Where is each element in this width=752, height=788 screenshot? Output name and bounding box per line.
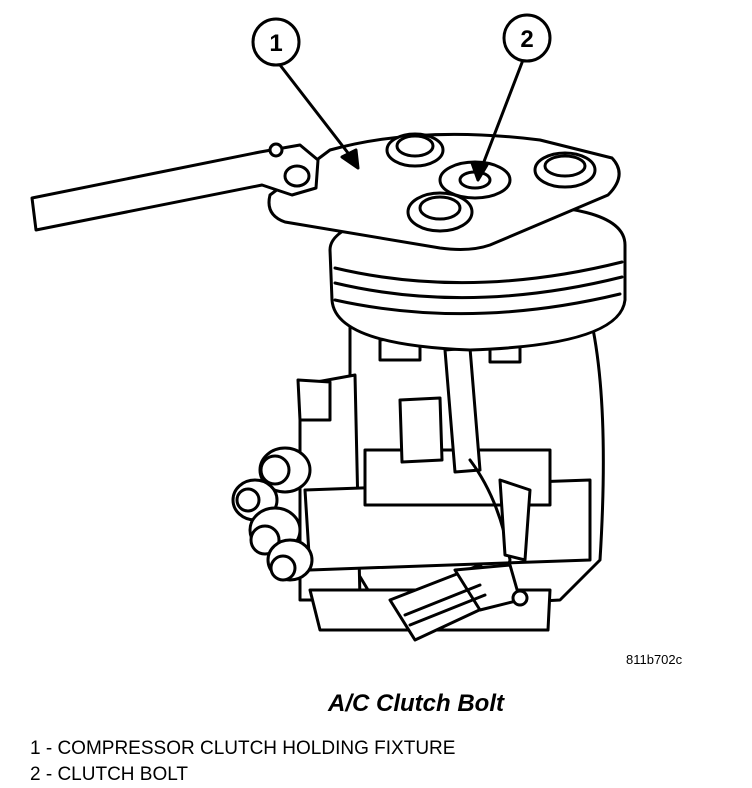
fixture-handle [30, 142, 320, 232]
legend-item-1: 1 - COMPRESSOR CLUTCH HOLDING FIXTURE [30, 738, 456, 759]
callout-1-arrowhead [340, 148, 360, 170]
compressor-fittings [231, 378, 332, 582]
callout-2-arrowhead [470, 161, 489, 182]
callout-1-label: 1 [269, 30, 282, 57]
figure-id: 811b702c [626, 652, 683, 667]
legend-item-2: 2 - CLUTCH BOLT [30, 764, 189, 785]
clutch-connector [388, 563, 529, 642]
legend: 1 - COMPRESSOR CLUTCH HOLDING FIXTURE 2 … [30, 736, 455, 788]
callout-1-leader [278, 63, 357, 164]
callout-2-leader [478, 58, 525, 174]
callout-2-label: 2 [520, 26, 533, 53]
callout-1-circle [251, 17, 301, 67]
callout-2-circle [502, 13, 552, 63]
figure-caption: A/C Clutch Bolt [328, 690, 504, 717]
